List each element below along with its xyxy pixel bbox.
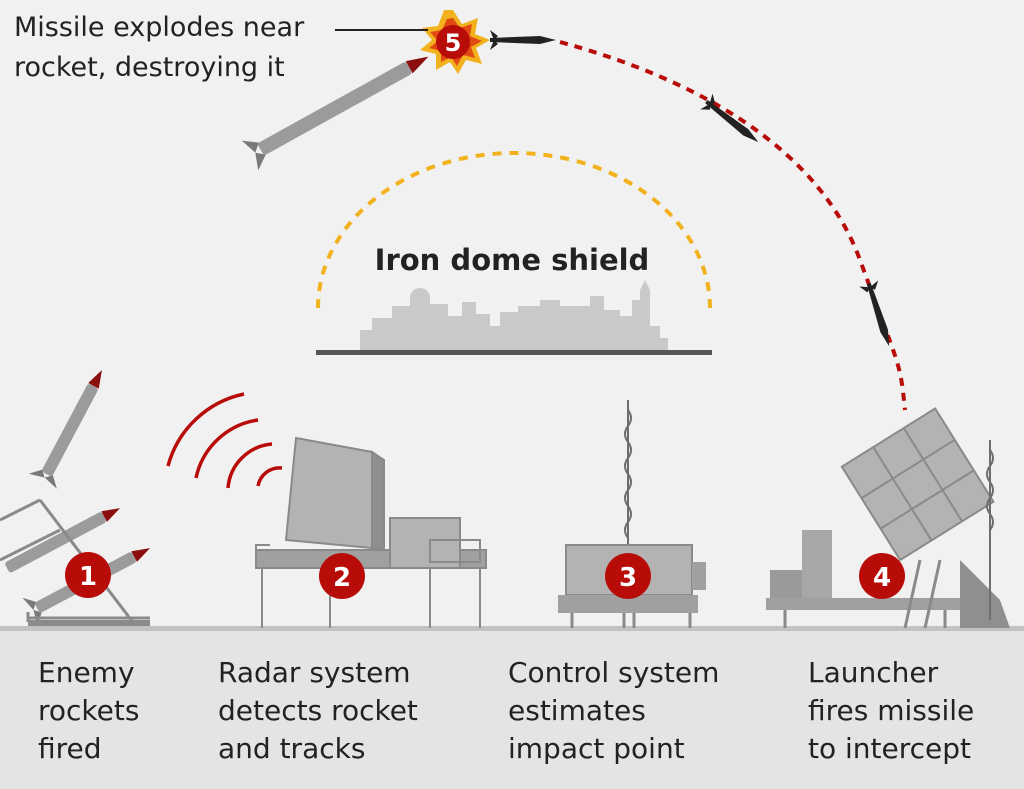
interceptor-missile-low — [859, 280, 890, 347]
radar-waves — [166, 392, 283, 489]
step-4-badge: 4 — [859, 553, 905, 599]
dome-shield-arc — [316, 151, 712, 309]
step-5-badge: 5 — [436, 25, 470, 59]
step-2-badge: 2 — [319, 553, 365, 599]
interceptor-missile-top — [490, 30, 556, 50]
step-4-caption-line: to intercept — [808, 732, 972, 765]
radar-illustration — [255, 436, 487, 628]
intercept-callout: Missile explodes near rocket, destroying… — [14, 8, 304, 88]
step-3-caption: Control system estimates impact point — [508, 654, 719, 768]
step-4-caption-line: fires missile — [808, 694, 975, 727]
step-1-caption-line: fired — [38, 732, 102, 765]
callout-line-2: rocket, destroying it — [14, 52, 285, 83]
step-4-caption: Launcher fires missile to intercept — [808, 654, 974, 768]
step-1-caption: Enemy rockets fired — [38, 654, 139, 768]
step-3-caption-line: Control system — [508, 656, 720, 689]
step-3-badge: 3 — [605, 553, 651, 599]
step-2-caption: Radar system detects rocket and tracks — [218, 654, 418, 768]
interceptor-trajectory — [559, 40, 907, 411]
ground-strip — [0, 628, 1024, 789]
missile-launcher-illustration — [766, 407, 1010, 629]
step-3-caption-line: impact point — [508, 732, 685, 765]
step-1-caption-line: Enemy — [38, 656, 135, 689]
interceptor-missile-mid — [700, 93, 759, 143]
callout-line-1: Missile explodes near — [14, 12, 305, 43]
shield-label: Iron dome shield — [375, 243, 650, 277]
step-2-caption-line: detects rocket — [218, 694, 418, 727]
ground-line — [0, 626, 1024, 631]
step-4-number: 4 — [873, 563, 891, 593]
step-2-number: 2 — [333, 563, 351, 593]
city-skyline — [316, 280, 712, 355]
enemy-rocket-intercepted — [241, 56, 429, 171]
step-5-number: 5 — [445, 29, 462, 57]
step-3-caption-line: estimates — [508, 694, 646, 727]
step-1-badge: 1 — [65, 552, 111, 598]
step-1-number: 1 — [79, 562, 97, 592]
step-2-caption-line: and tracks — [218, 732, 366, 765]
step-4-caption-line: Launcher — [808, 656, 939, 689]
step-1-caption-line: rockets — [38, 694, 140, 727]
step-3-number: 3 — [619, 563, 637, 593]
step-2-caption-line: Radar system — [218, 656, 411, 689]
